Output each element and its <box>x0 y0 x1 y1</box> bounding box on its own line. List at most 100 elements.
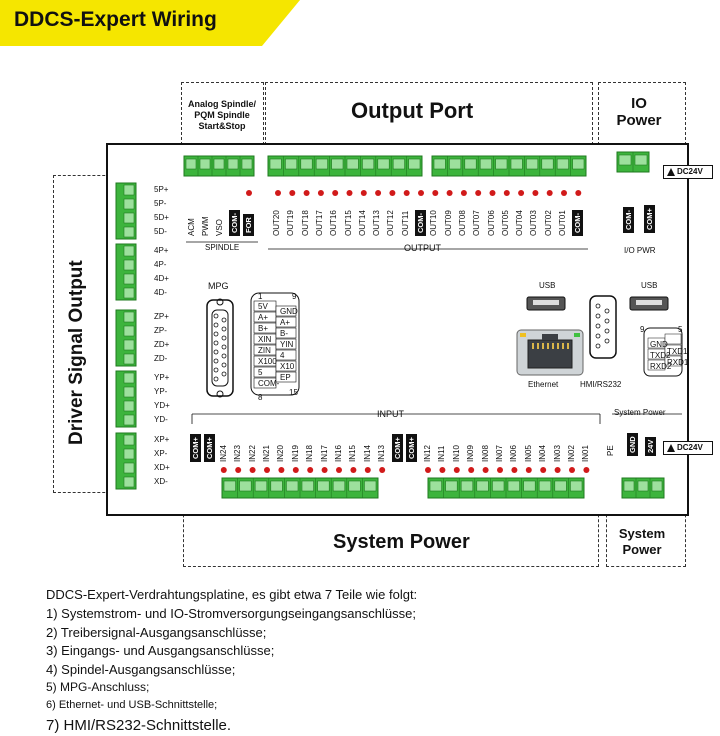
hmi-pin-number: 5 <box>678 325 683 334</box>
output-pin-label: OUT17 <box>314 210 324 236</box>
mpg-pin-cell <box>275 349 297 361</box>
input-led <box>511 467 518 473</box>
driver-pin-label: ZP+ <box>154 312 169 321</box>
spindle-terminal-slot <box>241 158 253 170</box>
description-item: 2) Treibersignal-Ausgangsanschlüsse; <box>46 624 267 640</box>
input-terminal-right-slot <box>460 480 474 492</box>
output-terminal-left-slot <box>377 158 390 170</box>
output-terminal-right-slot <box>541 158 554 170</box>
description-item: 4) Spindel-Ausgangsanschlüsse; <box>46 661 236 677</box>
ethernet-contact <box>542 343 544 349</box>
output-led <box>289 190 296 196</box>
output-terminal-right-slot <box>449 158 462 170</box>
hmi-pin <box>604 308 610 314</box>
system-power-title: System Power <box>333 531 470 553</box>
input-pin-label: COM+ <box>391 434 403 462</box>
driver-terminal-slot <box>123 184 135 196</box>
mpg-pin-cell <box>275 327 297 339</box>
input-led <box>569 467 575 473</box>
spindle-pin-label: FOR <box>243 214 254 236</box>
output-led <box>546 190 553 196</box>
output-pin-label: OUT01 <box>558 210 567 236</box>
output-led <box>518 190 525 196</box>
system-power-terminal-slot <box>623 480 635 492</box>
ethernet-contact <box>537 343 539 349</box>
driver-terminal <box>115 182 137 240</box>
spindle-pin-label: ACM <box>187 218 196 236</box>
output-led <box>389 190 396 196</box>
input-label: INPUT <box>377 409 404 419</box>
output-led <box>575 190 582 196</box>
spindle-pin-label: VSO <box>215 219 224 236</box>
description-item: 6) Ethernet- und USB-Schnittstelle; <box>46 698 218 711</box>
output-led <box>460 190 467 196</box>
input-led <box>540 467 547 473</box>
mpg-pin <box>213 367 219 373</box>
mpg-pin-cell <box>253 377 277 389</box>
mpg-pin-name: B+ <box>258 324 269 333</box>
mpg-pin <box>221 326 227 332</box>
mpg-pin-name: COM- <box>258 379 280 388</box>
driver-terminal-slot <box>123 386 135 398</box>
input-terminal-right-slot <box>492 480 505 492</box>
driver-pin-label: ZD- <box>154 354 168 363</box>
mpg-pin-number: 1 <box>258 292 263 301</box>
pe-label: PE <box>606 445 615 456</box>
io-power-pin-label: COM+ <box>644 205 655 233</box>
driver-terminal-slot <box>123 400 135 412</box>
output-led <box>446 190 453 196</box>
spindle-terminal-slot <box>185 158 197 170</box>
hmi-pin-cell <box>664 344 682 356</box>
driver-terminal <box>115 432 137 490</box>
output-pin-label: OUT18 <box>300 210 310 236</box>
ethernet-jack <box>527 339 573 369</box>
ethernet-clip <box>542 334 558 340</box>
input-pin-label: IN06 <box>509 445 519 462</box>
output-pin-label: OUT16 <box>329 210 339 236</box>
driver-pin-label: 5D+ <box>154 213 169 222</box>
input-pin-label: IN17 <box>319 445 329 462</box>
hmi-pin-cell <box>664 333 682 345</box>
output-terminal-left-slot <box>269 158 282 170</box>
input-led <box>336 467 342 473</box>
spindle-pin-label: PWM <box>201 216 210 236</box>
input-led <box>364 467 371 473</box>
input-terminal-left-slot <box>348 480 361 492</box>
hmi-pin <box>595 313 601 319</box>
output-terminal-right-slot <box>495 158 508 170</box>
output-pin-label: OUT02 <box>543 210 553 236</box>
output-led <box>489 190 496 196</box>
input-led <box>482 467 489 473</box>
output-terminal-right-slot <box>479 158 492 170</box>
driver-terminal-slot <box>123 311 135 323</box>
output-label: OUTPUT <box>404 243 441 253</box>
ethernet-label: Ethernet <box>528 380 559 389</box>
page-title: DDCS-Expert Wiring <box>14 8 217 31</box>
gnd-label: GND <box>627 433 638 456</box>
input-terminal-right-slot <box>429 480 442 492</box>
input-led <box>379 467 386 473</box>
mpg-pin <box>213 349 219 355</box>
output-pin-label: OUT20 <box>272 210 281 236</box>
spindle-pin-label: COM- <box>229 210 240 236</box>
system-power-small-label: System Power <box>614 408 666 417</box>
input-pin-label: IN16 <box>334 445 343 462</box>
output-pin-label: OUT15 <box>343 210 353 236</box>
spindle-label: SPINDLE <box>205 243 240 252</box>
driver-terminal-slot <box>123 434 135 446</box>
mpg-pin <box>221 353 227 359</box>
driver-pin-label: YP+ <box>154 373 170 382</box>
spindle-led <box>246 190 252 196</box>
driver-terminal <box>115 370 137 428</box>
output-led <box>403 190 410 196</box>
hmi-pin-cell <box>664 355 682 367</box>
description-item: 5) MPG-Anschluss; <box>46 680 150 694</box>
output-led <box>346 190 353 196</box>
output-terminal-right-slot <box>526 158 539 170</box>
output-pin-label: OUT03 <box>529 210 539 236</box>
driver-pin-label: 5P+ <box>154 185 169 194</box>
output-led <box>561 190 567 196</box>
ethernet-contact <box>557 343 559 349</box>
output-led <box>275 190 281 196</box>
output-pin-label: OUT13 <box>372 210 382 236</box>
